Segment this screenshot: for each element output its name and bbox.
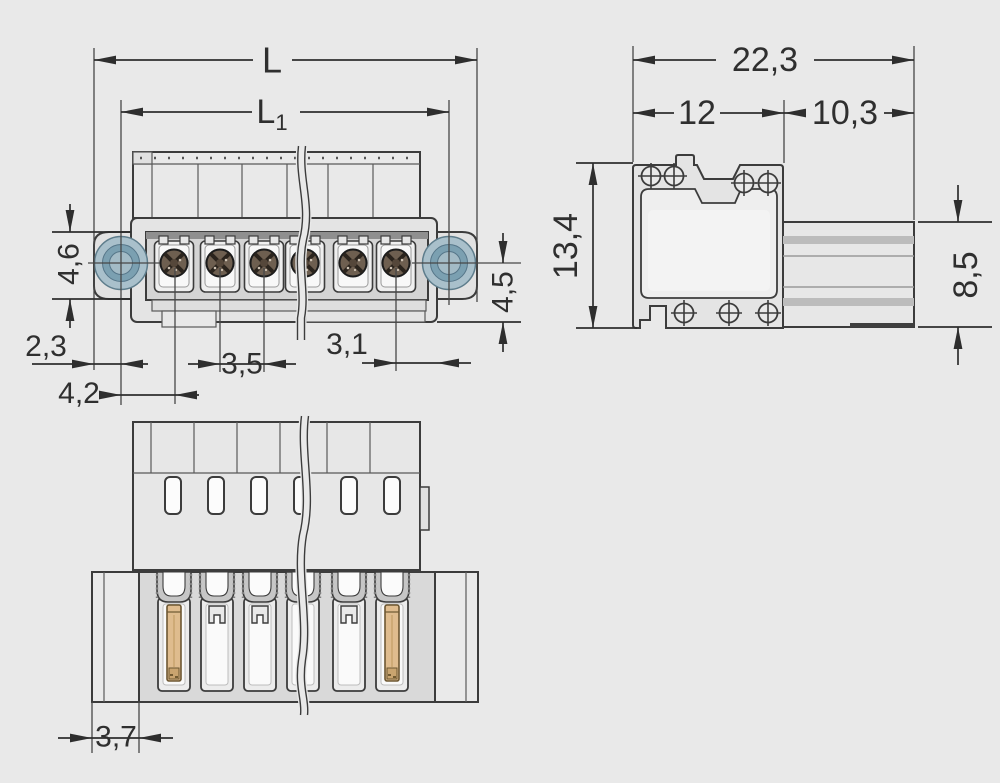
vent-slot (340, 476, 358, 515)
side-dimensions: 22,3 12 10,3 13,4 8,5 (547, 41, 992, 365)
bottom-cell-6 (373, 570, 411, 692)
lower-rail (151, 299, 427, 312)
dim-housing-depth: 12 (633, 94, 784, 132)
dim-edge-to-hole: 2,3 (25, 330, 148, 369)
bottom-cell-1 (155, 570, 193, 692)
dim-edge-to-hole-label: 2,3 (25, 330, 67, 363)
dim-flange-width-label: 3,7 (95, 721, 137, 754)
dim-flange-width: 3,7 (58, 721, 173, 754)
dim-center-to-bottom: 4,5 (437, 233, 521, 352)
housing-rear-segments (132, 151, 421, 219)
dim-center-to-bottom-label: 4,5 (487, 271, 520, 313)
dim-overall-length: L (94, 40, 477, 81)
vent-slot (383, 476, 401, 515)
bottom-view (91, 415, 479, 716)
dim-flange-height-label: 4,6 (53, 243, 86, 285)
bottom-flange-right (434, 571, 479, 703)
dim-housing-height: 13,4 (547, 162, 637, 329)
dim-housing-height-label: 13,4 (547, 213, 585, 279)
dim-shaft-depth-label: 10,3 (812, 94, 878, 132)
foot-strip-right (305, 310, 426, 323)
bottom-dimensions: 3,7 (58, 702, 173, 754)
bottom-cell-5 (330, 570, 368, 692)
dim-hole-spacing: L1 (121, 93, 449, 135)
dim-shaft-height-label: 8,5 (947, 251, 985, 298)
dim-last-pin-to-edge: 3,1 (326, 328, 471, 368)
plug-shaft (782, 221, 915, 328)
pin-contact-1 (158, 247, 190, 279)
break-line-front (295, 145, 312, 340)
dim-housing-depth-label: 12 (678, 94, 716, 132)
pin-contact-5 (337, 247, 369, 279)
vent-slot (164, 476, 182, 515)
vent-slot (250, 476, 268, 515)
contact-pin-orange (166, 604, 182, 682)
segment-corner-detail (132, 151, 153, 165)
break-line-bottom (295, 415, 313, 716)
dim-overall-depth-label: 22,3 (732, 41, 798, 79)
dim-pin-pitch: 3,5 (188, 348, 296, 381)
dim-hole-to-first-pin: 4,2 (58, 377, 199, 410)
dim-shaft-height: 8,5 (918, 185, 992, 365)
dim-last-pin-to-edge-label: 3,1 (326, 328, 368, 361)
terminal-frame-top-band (146, 232, 428, 239)
dim-overall-depth: 22,3 (633, 41, 914, 79)
vent-slot (207, 476, 225, 515)
front-dimensions: L L1 4,6 2,3 4,2 (25, 40, 521, 410)
svg-text:L1: L1 (256, 93, 287, 135)
dim-hole-spacing-sub: 1 (275, 110, 287, 135)
bottom-flange-left (91, 571, 140, 703)
side-latch-tab (419, 486, 430, 531)
front-view (88, 145, 521, 340)
dim-shaft-depth: 10,3 (784, 94, 914, 132)
bottom-cell-2 (198, 570, 236, 692)
contact-pin-orange (384, 604, 400, 682)
dim-flange-height: 4,6 (52, 204, 131, 328)
bottom-cell-3 (241, 570, 279, 692)
dim-pin-pitch-label: 3,5 (221, 348, 263, 381)
side-view (632, 154, 915, 329)
dim-hole-to-first-pin-label: 4,2 (58, 377, 100, 410)
dim-overall-length-label: L (262, 40, 282, 81)
dim-hole-spacing-label: L (256, 93, 275, 131)
side-cavity-inner (648, 210, 770, 291)
foot-tab-left (161, 310, 217, 328)
